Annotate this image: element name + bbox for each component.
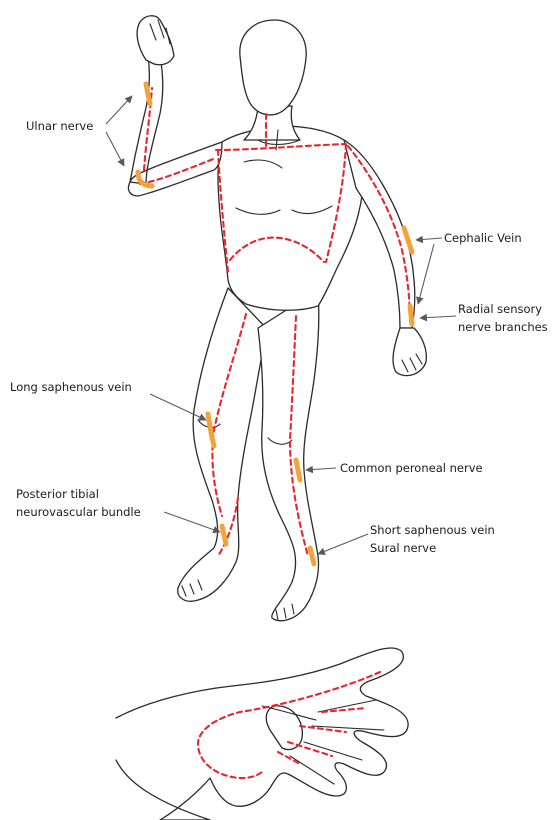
leader-short-saphenous <box>318 534 368 554</box>
label-cephalic-vein: Cephalic Vein <box>444 231 522 245</box>
leader-cephalic <box>416 238 442 240</box>
right-leg-outline <box>258 290 319 621</box>
leader-radial <box>420 316 456 318</box>
label-posterior-tibial-line2: neurovascular bundle <box>16 505 141 519</box>
label-radial-sensory-line1: Radial sensory <box>458 302 542 316</box>
label-posterior-tibial-line1: Posterior tibial <box>16 487 99 501</box>
left-leg-outline <box>178 288 268 601</box>
leader-common-peroneal <box>306 468 336 470</box>
label-short-saphenous-line2: Sural nerve <box>370 541 436 555</box>
hand-outline <box>116 648 408 820</box>
label-radial-sensory-line2: nerve branches <box>458 320 548 334</box>
structure-radial-sensory <box>410 306 412 324</box>
head-outline <box>240 20 306 115</box>
lowered-hand-outline <box>393 328 426 376</box>
raised-arm-outline <box>128 56 222 196</box>
leader-cephalic-2 <box>418 244 434 304</box>
leader-ulnar-2 <box>106 132 124 166</box>
leader-posterior-tibial <box>164 512 220 532</box>
label-ulnar-nerve: Ulnar nerve <box>26 119 93 133</box>
label-long-saphenous-vein: Long saphenous vein <box>10 380 132 394</box>
hand-detail <box>116 648 408 820</box>
label-common-peroneal-nerve: Common peroneal nerve <box>340 461 483 475</box>
leader-ulnar-1 <box>106 96 132 124</box>
label-short-saphenous-line1: Short saphenous vein <box>370 523 495 537</box>
torso-outline <box>218 126 363 310</box>
